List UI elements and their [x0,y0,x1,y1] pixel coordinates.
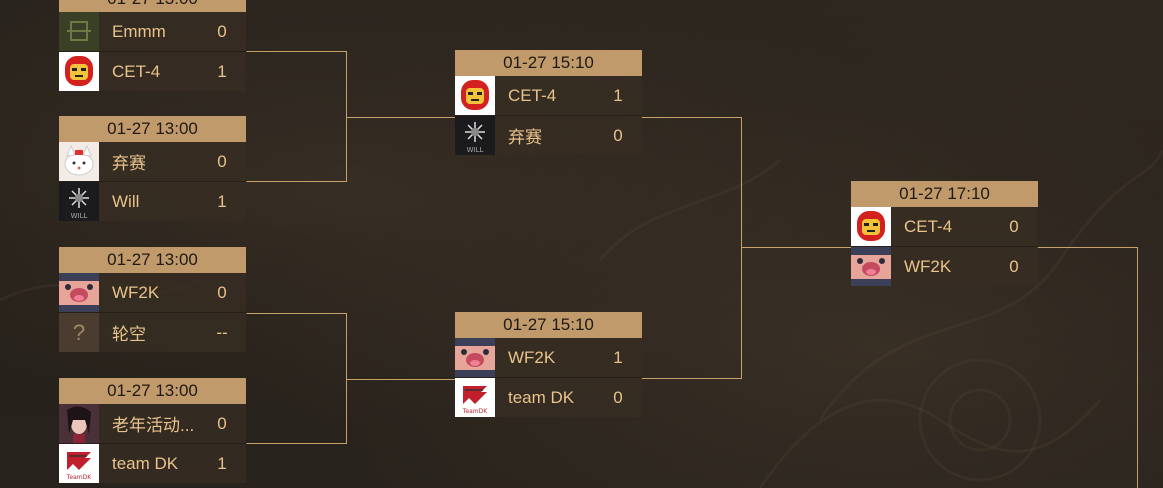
team-score: 0 [1009,256,1019,276]
oldyear-logo-icon [59,404,99,443]
team-row[interactable]: CET-4 1 [59,51,246,91]
cat-logo-icon [59,142,99,181]
team-row[interactable]: TeamDK team DK 0 [455,377,642,417]
will-logo-icon: WILL [59,182,99,221]
ironman-logo-icon [455,76,495,115]
match-final[interactable]: 01-27 17:10 CET-4 0 WF2K 0 [851,181,1038,286]
wf2k-logo-icon [455,338,495,377]
team-row[interactable]: TeamDK team DK 1 [59,443,246,483]
team-name: team DK [112,453,179,473]
team-row[interactable]: ? 轮空 -- [59,312,246,352]
team-row[interactable]: WF2K 1 [455,338,642,377]
match-r1-2[interactable]: 01-27 13:00 弃赛 0 WILL Will 1 [59,116,246,221]
team-name: CET-4 [112,61,161,81]
team-name: Emmm [112,21,166,41]
svg-text:TeamDK: TeamDK [66,474,92,481]
team-name: 弃赛 [508,128,542,147]
match-time: 01-27 15:10 [455,312,642,338]
will-logo-icon: WILL [455,116,495,155]
team-score: 0 [613,387,623,407]
teamdk-logo-icon: TeamDK [455,378,495,417]
match-r2-2[interactable]: 01-27 15:10 WF2K 1 TeamDK team DK 0 [455,312,642,417]
svg-text:WILL: WILL [467,146,484,154]
match-r1-4[interactable]: 01-27 13:00 老年活动... 0 TeamDK team DK 1 [59,378,246,483]
match-time: 01-27 13:00 [59,378,246,404]
match-r1-1[interactable]: 01-27 13:00 Emmm 0 CET-4 1 [59,0,246,91]
ironman-logo-icon [851,207,891,246]
emmm-logo-icon [59,12,99,51]
team-name: WF2K [904,256,952,276]
team-name: 老年活动... [112,416,195,435]
team-score: 1 [217,61,227,81]
team-name: WF2K [508,347,556,367]
team-score: 1 [613,347,623,367]
team-row[interactable]: Emmm 0 [59,12,246,51]
team-score: 1 [217,453,227,473]
team-row[interactable]: WF2K 0 [851,246,1038,286]
match-r2-1[interactable]: 01-27 15:10 CET-4 1 WILL 弃赛 0 [455,50,642,155]
team-score: 0 [217,21,227,41]
team-score: 1 [613,85,623,105]
svg-text:TeamDK: TeamDK [462,408,488,415]
team-name: Will [112,191,140,211]
match-time: 01-27 13:00 [59,0,246,12]
match-time: 01-27 15:10 [455,50,642,76]
team-score: 1 [217,191,227,211]
svg-text:WILL: WILL [71,212,88,220]
team-score: 0 [613,125,623,145]
match-time: 01-27 13:00 [59,116,246,142]
ironman-logo-icon [59,52,99,91]
match-time: 01-27 13:00 [59,247,246,273]
team-score: 0 [217,282,227,302]
team-row[interactable]: WF2K 0 [59,273,246,312]
match-time: 01-27 17:10 [851,181,1038,207]
team-name: team DK [508,387,575,407]
team-score: 0 [1009,216,1019,236]
wf2k-logo-icon [851,247,891,286]
team-score: 0 [217,151,227,171]
team-row[interactable]: 弃赛 0 [59,142,246,181]
team-row[interactable]: 老年活动... 0 [59,404,246,443]
team-name: CET-4 [904,216,953,236]
team-row[interactable]: CET-4 0 [851,207,1038,246]
team-name: WF2K [112,282,160,302]
team-row[interactable]: CET-4 1 [455,76,642,115]
team-name: CET-4 [508,85,557,105]
wf2k-logo-icon [59,273,99,312]
team-row[interactable]: WILL 弃赛 0 [455,115,642,155]
match-r1-3[interactable]: 01-27 13:00 WF2K 0 ? 轮空 -- [59,247,246,352]
teamdk-logo-icon: TeamDK [59,444,99,483]
question-icon: ? [59,313,99,352]
team-score: -- [216,322,228,342]
team-name: 轮空 [112,325,146,344]
team-row[interactable]: WILL Will 1 [59,181,246,221]
team-name: 弃赛 [112,154,146,173]
team-score: 0 [217,413,227,433]
